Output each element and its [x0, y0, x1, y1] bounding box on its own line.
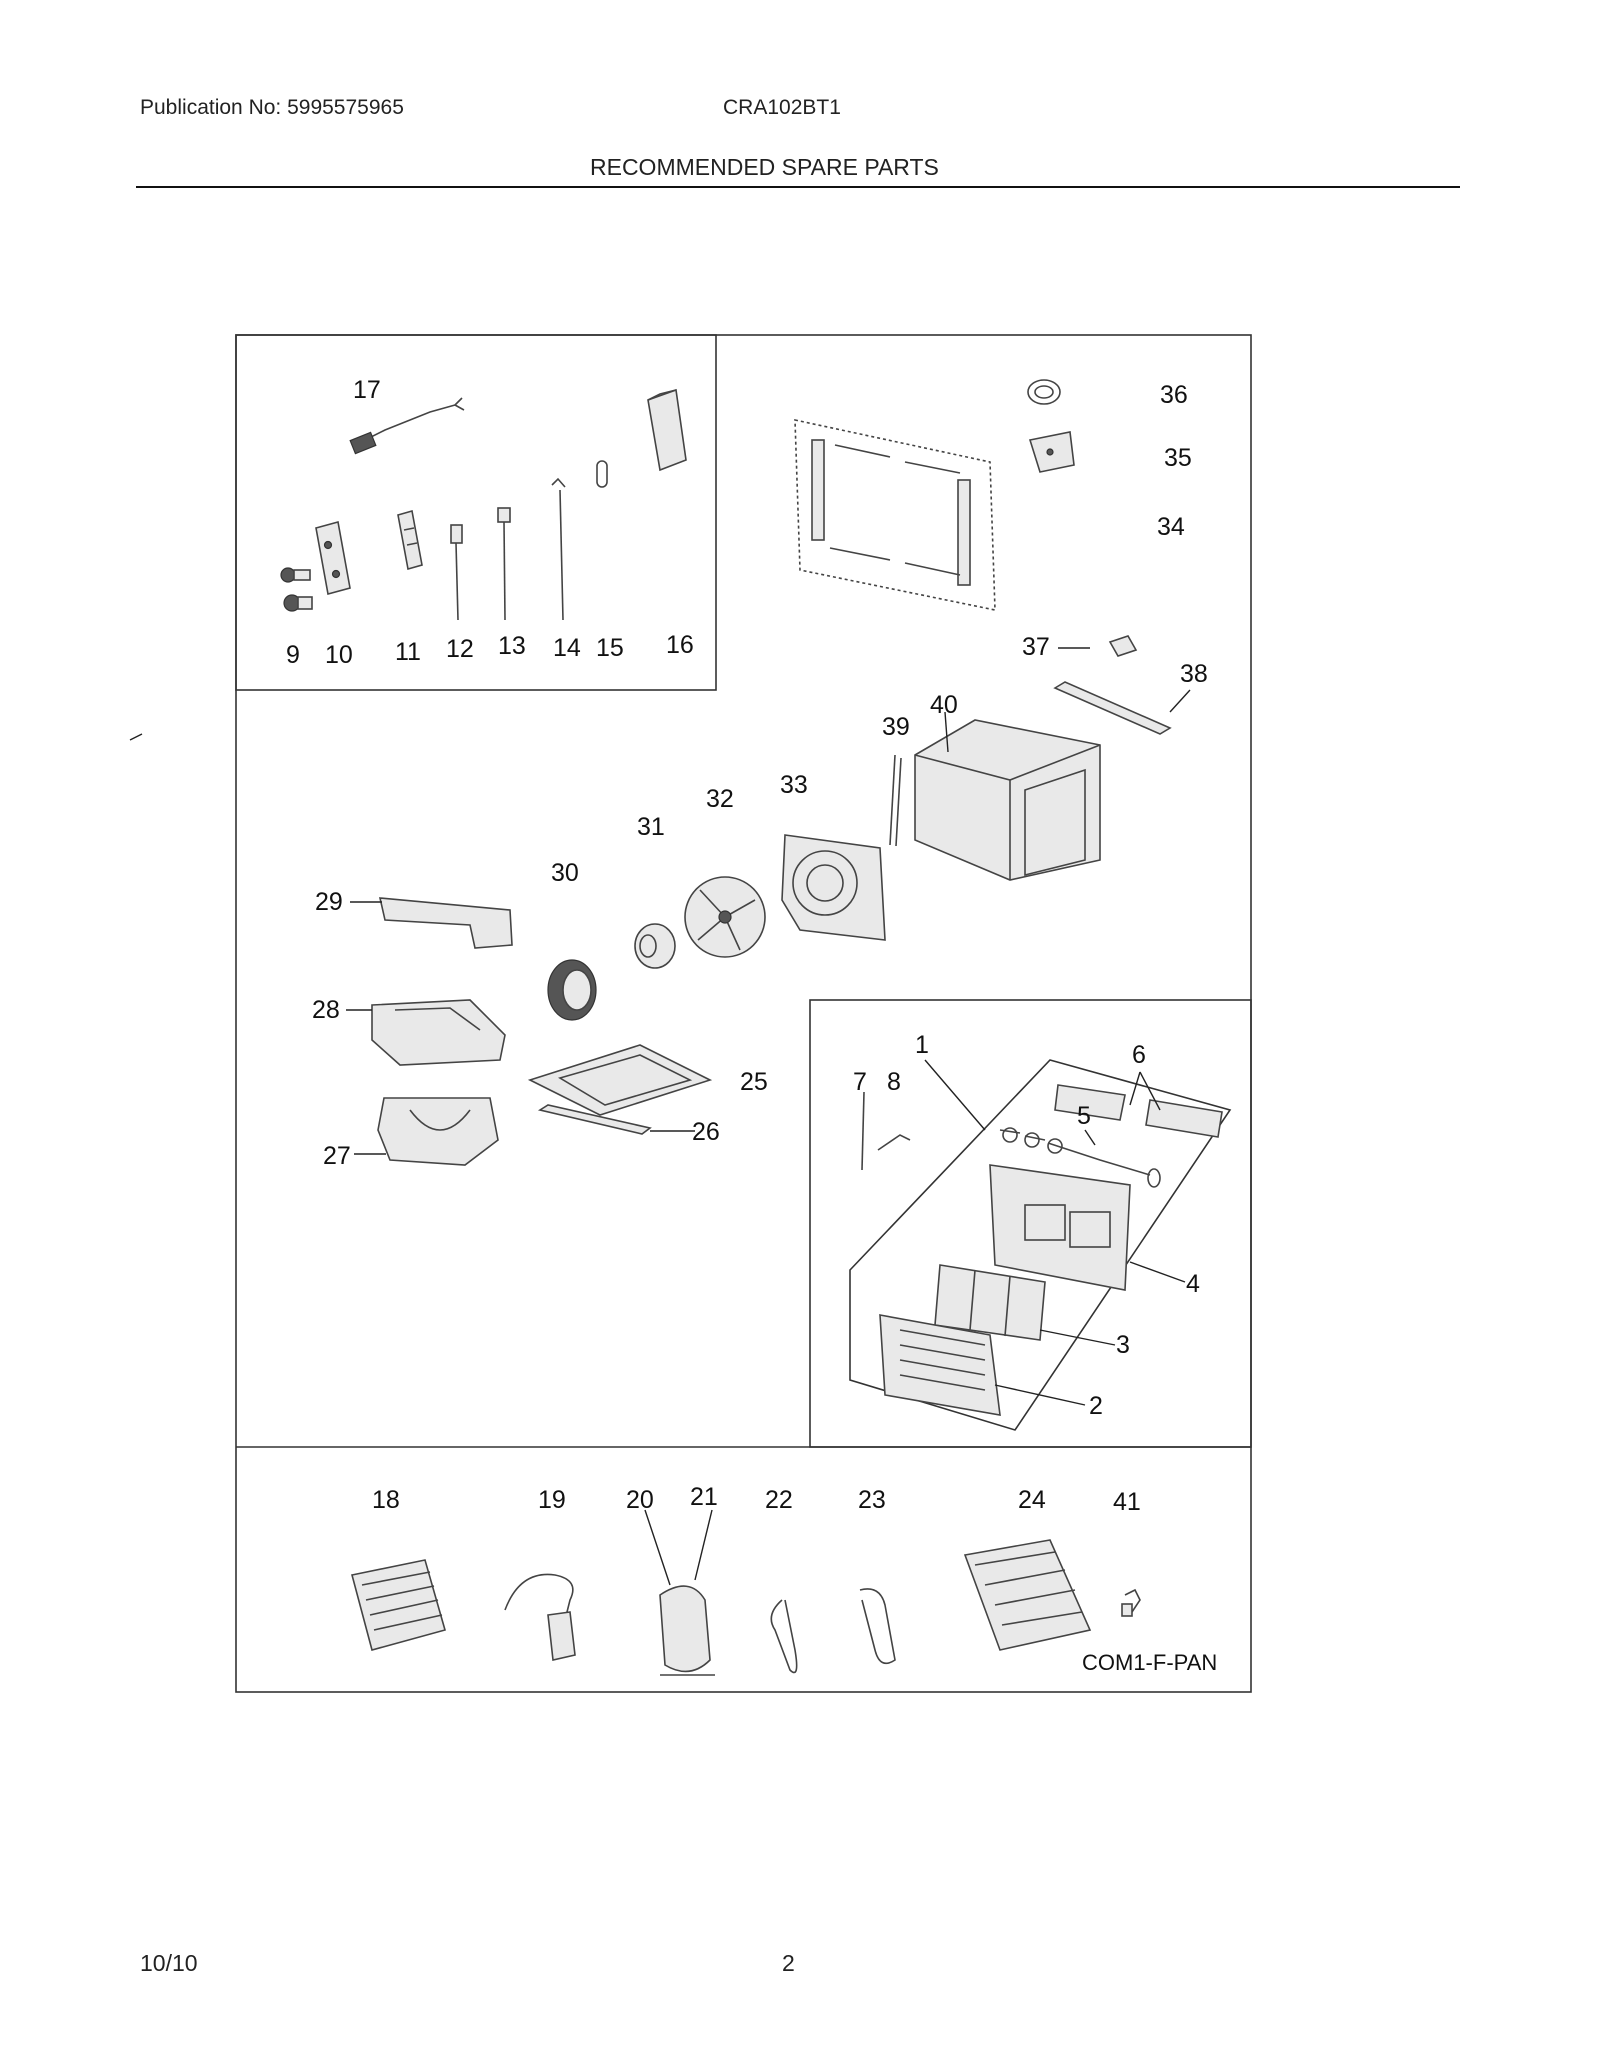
capacitor-part[interactable] — [497, 507, 511, 621]
callout-20: 20 — [626, 1486, 654, 1514]
callout-13: 13 — [498, 632, 526, 660]
title-divider — [136, 186, 1460, 188]
callout-25: 25 — [740, 1068, 768, 1096]
callout-26: 26 — [692, 1118, 720, 1146]
blower-wheel-part[interactable] — [547, 959, 597, 1021]
callout-5: 5 — [1077, 1102, 1091, 1130]
louver-link-part[interactable] — [999, 1127, 1161, 1188]
callout-6: 6 — [1132, 1041, 1146, 1069]
clip-part[interactable] — [1058, 635, 1138, 657]
air-duct-part[interactable] — [378, 897, 513, 949]
callout-18: 18 — [372, 1486, 400, 1514]
scroll-housing-part[interactable] — [377, 1097, 499, 1166]
suction-tube-part[interactable] — [859, 1588, 896, 1665]
callout-21: 21 — [690, 1483, 718, 1511]
thermostat-part[interactable] — [450, 524, 463, 621]
model-number: CRA102BT1 — [723, 96, 841, 119]
capillary-tube-part[interactable] — [504, 1573, 576, 1661]
callout-37: 37 — [1022, 633, 1050, 661]
power-cord-part[interactable] — [349, 397, 465, 455]
callout-7: 7 — [853, 1068, 867, 1096]
callout-1: 1 — [915, 1031, 929, 1059]
callout-32: 32 — [706, 785, 734, 813]
control-panel-part[interactable] — [315, 520, 351, 596]
callout-40: 40 — [930, 691, 958, 719]
callout-33: 33 — [780, 771, 808, 799]
cabinet-part[interactable] — [914, 711, 1101, 881]
leader-3 — [1039, 1329, 1116, 1346]
callout-14: 14 — [553, 634, 581, 662]
callout-12: 12 — [446, 635, 474, 663]
callout-17: 17 — [353, 376, 381, 404]
intake-grille-part[interactable] — [879, 1314, 1001, 1416]
base-pan-part[interactable] — [527, 1044, 713, 1116]
drain-strip-part[interactable] — [537, 1104, 695, 1135]
callout-41: 41 — [1113, 1488, 1141, 1516]
page-number: 2 — [782, 1950, 795, 1976]
compressor-part[interactable] — [644, 1509, 715, 1676]
overload-part[interactable] — [1121, 1588, 1141, 1617]
callout-38: 38 — [1180, 660, 1208, 688]
footer-date: 10/10 — [140, 1950, 198, 1976]
window-frame-kit-part[interactable] — [794, 419, 996, 611]
callout-11: 11 — [395, 638, 421, 666]
callout-24: 24 — [1018, 1486, 1046, 1514]
condenser-fan-part[interactable] — [684, 876, 766, 958]
side-curtain-part[interactable] — [889, 754, 902, 847]
callout-35: 35 — [1164, 444, 1192, 472]
callout-27: 27 — [323, 1142, 351, 1170]
callout-23: 23 — [858, 1486, 886, 1514]
evaporator-coil-part[interactable] — [351, 1559, 446, 1651]
condenser-coil-part[interactable] — [963, 1539, 1092, 1651]
bracket-part[interactable] — [551, 477, 566, 621]
leader-4 — [1129, 1261, 1186, 1283]
spring-part[interactable] — [596, 460, 608, 488]
shroud-part[interactable] — [781, 834, 886, 941]
seal-strip-part[interactable] — [1053, 681, 1191, 735]
discharge-tube-part[interactable] — [770, 1599, 798, 1674]
callout-29: 29 — [315, 888, 343, 916]
leader-5 — [1084, 1129, 1096, 1146]
switch-part[interactable] — [397, 509, 423, 571]
control-knobs-part[interactable] — [280, 567, 313, 612]
leader-1 — [924, 1059, 986, 1131]
callout-2: 2 — [1089, 1392, 1103, 1420]
controls-inset-frame — [235, 334, 717, 691]
callout-3: 3 — [1116, 1331, 1130, 1359]
diagram-code: COM1-F-PAN — [1082, 1650, 1217, 1675]
fan-motor-part[interactable] — [634, 923, 676, 969]
callout-22: 22 — [765, 1486, 793, 1514]
callout-31: 31 — [637, 813, 665, 841]
control-cover-part[interactable] — [647, 388, 687, 472]
callout-15: 15 — [596, 634, 624, 662]
callout-9: 9 — [286, 641, 300, 669]
publication-number: Publication No: 5995575965 — [140, 96, 404, 119]
callout-16: 16 — [666, 631, 694, 659]
front-wire-part[interactable] — [861, 1091, 911, 1171]
callout-10: 10 — [325, 641, 353, 669]
mount-bracket-part[interactable] — [1028, 431, 1075, 473]
callout-labels: 17 9 10 11 12 13 14 15 16 36 35 34 37 38… — [286, 376, 1217, 1675]
stray-mark — [129, 733, 143, 741]
leader-2 — [994, 1384, 1086, 1406]
air-filter-part[interactable] — [934, 1264, 1046, 1341]
callout-8: 8 — [887, 1068, 901, 1096]
callout-28: 28 — [312, 996, 340, 1024]
front-grille-part[interactable] — [989, 1164, 1131, 1291]
drain-coil-part[interactable] — [1027, 379, 1061, 405]
callout-4: 4 — [1186, 1270, 1200, 1298]
evaporator-base-part[interactable] — [371, 999, 506, 1066]
callout-19: 19 — [538, 1486, 566, 1514]
page-title: RECOMMENDED SPARE PARTS — [590, 154, 939, 180]
callout-36: 36 — [1160, 381, 1188, 409]
callout-39: 39 — [882, 713, 910, 741]
callout-30: 30 — [551, 859, 579, 887]
louver-part[interactable] — [1054, 1071, 1223, 1138]
callout-34: 34 — [1157, 513, 1185, 541]
